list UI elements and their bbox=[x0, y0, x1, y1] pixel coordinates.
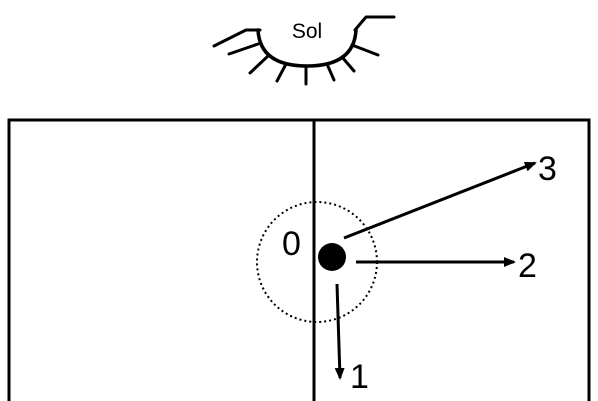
frame-rectangle bbox=[7, 118, 591, 401]
sun-icon bbox=[212, 15, 396, 86]
point-label-3: 3 bbox=[538, 150, 557, 188]
point-label-0: 0 bbox=[282, 225, 301, 263]
particle-dot bbox=[318, 243, 346, 271]
arrow-to-1 bbox=[334, 283, 345, 380]
sun-label: Sol bbox=[292, 20, 322, 43]
point-label-2: 2 bbox=[518, 247, 537, 285]
point-label-1: 1 bbox=[350, 358, 369, 396]
arrow-to-3 bbox=[343, 161, 537, 240]
